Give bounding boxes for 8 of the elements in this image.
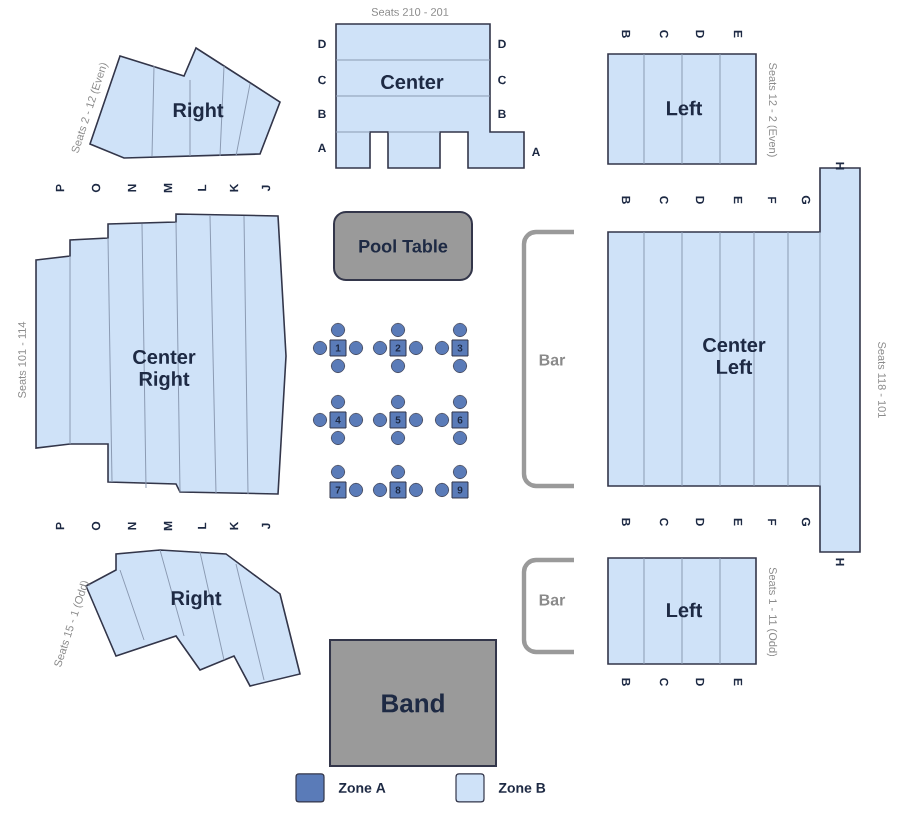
seating-section: Center Right xyxy=(35,213,287,495)
pool-table: Pool Table xyxy=(333,211,473,281)
seating-section: Left xyxy=(607,53,757,165)
seating-section: Right xyxy=(85,549,301,687)
bar-counter: Bar xyxy=(521,229,574,489)
seating-section: Left xyxy=(607,557,757,665)
stage: Band xyxy=(329,638,497,767)
bar-counter: Bar xyxy=(521,557,574,655)
